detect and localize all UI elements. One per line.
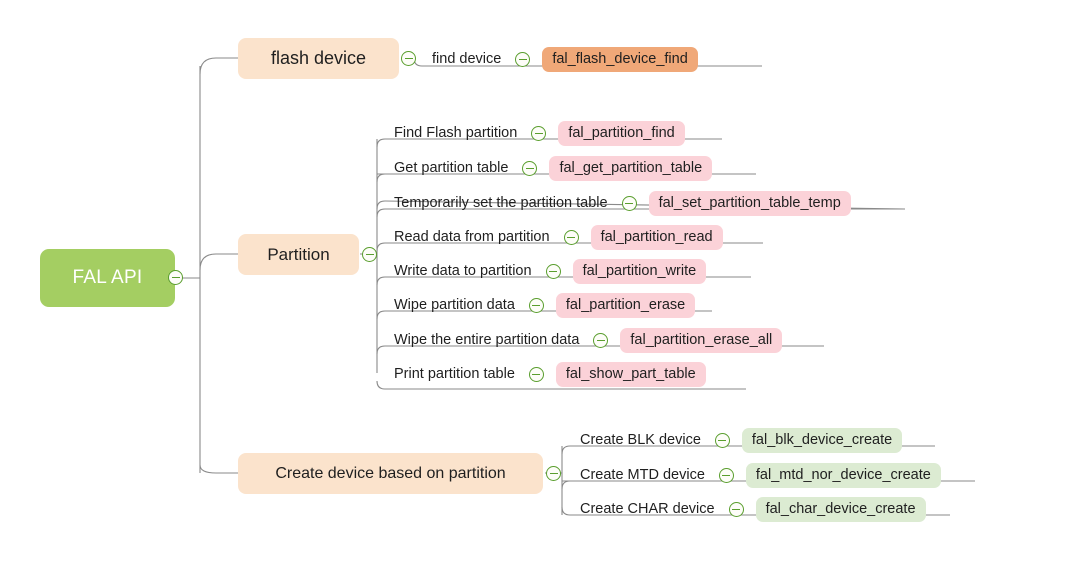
branch-node-partition[interactable]: Partition [238,234,359,275]
leaf-row-get-partition-table[interactable]: Get partition table fal_get_partition_ta… [394,156,713,181]
api-chip[interactable]: fal_partition_find [558,121,685,146]
root-node-label: FAL API [72,267,143,288]
collapse-minus-icon-leaf[interactable] [528,367,544,382]
collapse-minus-icon-leaf[interactable] [728,502,744,517]
branch-node-create-device[interactable]: Create device based on partition [238,453,543,494]
api-chip[interactable]: fal_show_part_table [555,362,706,387]
api-chip[interactable]: fal_get_partition_table [549,156,713,181]
leaf-row-show-part-table[interactable]: Print partition table fal_show_part_tabl… [394,362,706,387]
collapse-minus-icon-create-device[interactable] [546,466,561,481]
branch-node-flash-device[interactable]: flash device [238,38,399,79]
leaf-description: Create CHAR device [580,501,715,517]
collapse-minus-icon-leaf[interactable] [528,298,544,313]
api-chip[interactable]: fal_set_partition_table_temp [648,191,851,216]
leaf-description: Create BLK device [580,432,701,448]
leaf-description: Write data to partition [394,263,532,279]
branch-label-create-device: Create device based on partition [275,464,506,482]
leaf-row-set-partition-table-temp[interactable]: Temporarily set the partition table fal_… [394,191,851,216]
api-chip[interactable]: fal_mtd_nor_device_create [745,463,941,488]
leaf-row-blk-device-create[interactable]: Create BLK device fal_blk_device_create [580,428,903,453]
api-chip[interactable]: fal_blk_device_create [741,428,903,453]
leaf-description: Print partition table [394,366,515,382]
leaf-description: Wipe the entire partition data [394,332,580,348]
leaf-description: Get partition table [394,160,509,176]
collapse-minus-icon-leaf[interactable] [563,230,579,245]
leaf-row-partition-erase-all[interactable]: Wipe the entire partition data fal_parti… [394,328,783,353]
leaf-row-mtd-nor-device-create[interactable]: Create MTD device fal_mtd_nor_device_cre… [580,463,941,488]
collapse-minus-icon-leaf[interactable] [545,264,561,279]
collapse-minus-icon-partition[interactable] [362,247,377,262]
leaf-row-partition-write[interactable]: Write data to partition fal_partition_wr… [394,259,707,284]
api-chip[interactable]: fal_partition_read [590,225,723,250]
api-chip[interactable]: fal_partition_erase [555,293,696,318]
api-chip[interactable]: fal_char_device_create [755,497,926,522]
root-node[interactable]: FAL API [40,249,175,307]
leaf-description: find device [432,51,502,67]
collapse-minus-icon-leaf[interactable] [714,433,730,448]
leaf-row-partition-erase[interactable]: Wipe partition data fal_partition_erase [394,293,696,318]
api-chip[interactable]: fal_partition_erase_all [620,328,783,353]
collapse-minus-icon-leaf[interactable] [531,126,547,141]
leaf-row-partition-read[interactable]: Read data from partition fal_partition_r… [394,225,723,250]
leaf-description: Temporarily set the partition table [394,195,608,211]
leaf-row-find-device[interactable]: find device fal_flash_device_find [432,47,698,72]
leaf-row-partition-find[interactable]: Find Flash partition fal_partition_find [394,121,685,146]
branch-label-flash-device: flash device [270,48,367,68]
collapse-minus-icon-leaf[interactable] [522,161,538,176]
collapse-minus-icon-leaf[interactable] [593,333,609,348]
leaf-row-char-device-create[interactable]: Create CHAR device fal_char_device_creat… [580,497,926,522]
api-chip[interactable]: fal_flash_device_find [542,47,698,72]
collapse-minus-icon-root[interactable] [168,270,183,285]
leaf-description: Read data from partition [394,229,550,245]
leaf-description: Find Flash partition [394,125,518,141]
collapse-minus-icon-leaf[interactable] [515,52,531,67]
collapse-minus-icon-leaf[interactable] [621,196,637,211]
leaf-description: Create MTD device [580,467,705,483]
api-chip[interactable]: fal_partition_write [572,259,707,284]
collapse-minus-icon-leaf[interactable] [718,468,734,483]
collapse-minus-icon-flash-device[interactable] [401,51,416,66]
leaf-description: Wipe partition data [394,297,515,313]
branch-label-partition: Partition [267,244,330,264]
